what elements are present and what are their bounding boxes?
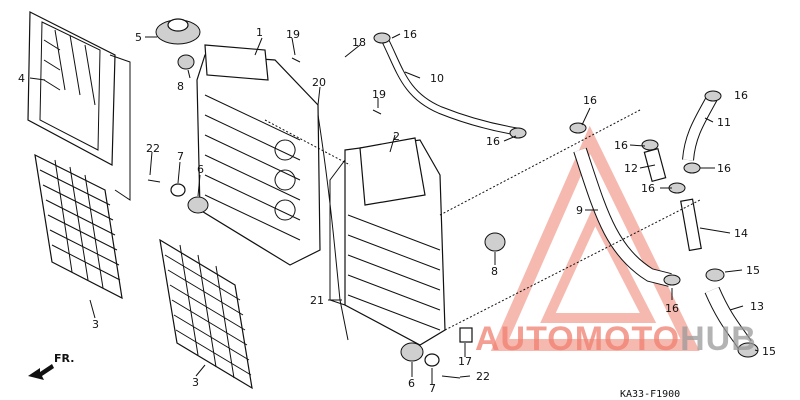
bolt-left: [147, 179, 161, 183]
side-cover-plate: [27, 11, 131, 201]
svg-text:AUTOMOTOHUB: AUTOMOTOHUB: [475, 320, 757, 358]
callout-16-c: 16: [583, 94, 597, 107]
callout-19-lower: 19: [372, 88, 386, 101]
clip-17: [459, 327, 473, 343]
bolt-19-lower: [372, 109, 382, 115]
collar-right: [400, 342, 424, 362]
callout-16-h: 16: [665, 302, 679, 315]
front-arrow-icon: [28, 364, 54, 380]
diagram-code: KA33-F1900: [620, 389, 680, 400]
callout-labels: 1 2 3 3 4 5 6 6 7 7 8 8 9 10 11 12 13 14…: [18, 26, 776, 395]
callout-16-a: 16: [403, 28, 417, 41]
watermark-triangle: [490, 125, 700, 351]
callout-3-right: 3: [192, 376, 199, 389]
callout-6-left: 6: [197, 163, 204, 176]
callout-4: 4: [18, 72, 25, 85]
washer-right: [424, 353, 440, 367]
callout-7-right: 7: [429, 382, 436, 395]
radiator-grille-right: [159, 238, 253, 390]
radiator-grille-left: [34, 153, 123, 300]
bolt-19-upper: [291, 57, 301, 63]
callout-8-upper: 8: [177, 80, 184, 93]
callout-17: 17: [458, 355, 472, 368]
bolt-right: [441, 375, 461, 379]
callout-6-right: 6: [408, 377, 415, 390]
callout-12: 12: [624, 162, 638, 175]
hose-clamps: [373, 32, 759, 358]
watermark-word-3: HUB: [680, 320, 757, 358]
callout-15-upper: 15: [746, 264, 760, 277]
callout-3-left: 3: [92, 318, 99, 331]
callout-11: 11: [717, 116, 731, 129]
callout-16-d: 16: [614, 139, 628, 152]
callout-8-lower: 8: [491, 265, 498, 278]
grommet-lower: [484, 232, 506, 252]
front-label: FR.: [54, 352, 74, 365]
watermark-word-1: AUTO: [475, 320, 575, 358]
callout-21: 21: [310, 294, 324, 307]
overflow-tube: [317, 114, 349, 341]
leader-lines: [29, 33, 759, 385]
pipe-14: [680, 198, 702, 252]
callout-18: 18: [352, 36, 366, 49]
callout-2: 2: [393, 130, 400, 143]
callout-5: 5: [135, 31, 142, 44]
callout-7-left: 7: [177, 150, 184, 163]
grommet-upper: [177, 54, 195, 70]
callout-13: 13: [750, 300, 764, 313]
callout-1: 1: [256, 26, 263, 39]
callout-16-f: 16: [717, 162, 731, 175]
radiator-cap: [155, 18, 201, 45]
callout-16-e: 16: [734, 89, 748, 102]
callout-16-g: 16: [641, 182, 655, 195]
callout-19-upper: 19: [286, 28, 300, 41]
callout-15-lower: 15: [762, 345, 776, 358]
watermark-logo: AUTOMOTOHUB: [475, 320, 757, 358]
collar-left: [187, 196, 209, 214]
radiator-left: [196, 44, 321, 266]
callout-22-right: 22: [476, 370, 490, 383]
callout-16-b: 16: [486, 135, 500, 148]
callout-9: 9: [576, 204, 583, 217]
callout-14: 14: [734, 227, 748, 240]
callout-20: 20: [312, 76, 326, 89]
callout-10: 10: [430, 72, 444, 85]
washer-left: [170, 183, 186, 197]
watermark-word-2: MOTO: [575, 320, 680, 358]
callout-22-left: 22: [146, 142, 160, 155]
radiator-right: [329, 137, 446, 346]
